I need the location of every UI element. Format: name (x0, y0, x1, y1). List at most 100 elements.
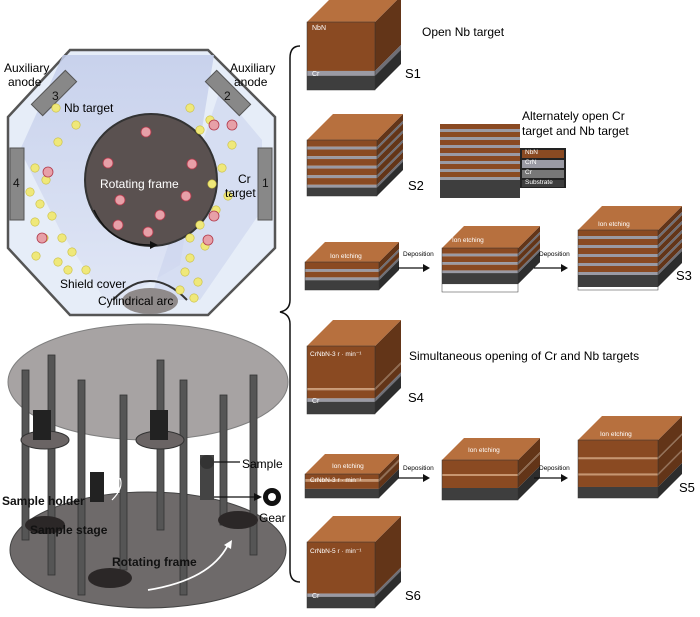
s2-cross-section (440, 124, 566, 198)
ion-particle (185, 103, 195, 113)
cation-particle (208, 210, 220, 222)
s5-ion-etching-1: Ion etching (332, 463, 364, 470)
aux-anode-right-line1: Auxiliary (230, 61, 275, 75)
rotation-arrow (93, 209, 151, 246)
cr-target-label-line1: Cr (238, 172, 251, 186)
cation-particle (208, 119, 220, 131)
ion-particle (227, 140, 237, 150)
ion-particle (47, 211, 57, 221)
s5-ion-etching-3: Ion etching (600, 431, 632, 438)
s3-ion-etching-3: Ion etching (598, 221, 630, 228)
s3-id: S3 (676, 268, 692, 283)
ion-particle (71, 120, 81, 130)
s4-bottom-label: Cr (312, 398, 320, 405)
anode-3-number: 3 (52, 89, 59, 103)
s4-cube (306, 320, 401, 415)
aux-anode-left-line2: anode (8, 75, 42, 89)
ion-particle (195, 220, 205, 230)
ion-particle (217, 163, 227, 173)
auxiliary-anode-2: 2 (204, 69, 252, 117)
s4-desc: Simultaneous opening of Cr and Nb target… (409, 349, 639, 363)
target-4-number: 4 (13, 176, 20, 190)
s5-first-label: CrNbN-3 r · min⁻¹ (310, 477, 362, 484)
cylindrical-arc-label: Cylindrical arc (98, 294, 173, 308)
s2-legend-nbn: NbN (525, 149, 538, 156)
cation-particle (154, 209, 166, 221)
ion-particle (223, 191, 233, 201)
vacuum-chamber: 3 2 1 4 Auxiliary anode Auxiliary anode … (4, 48, 277, 317)
bracket (279, 45, 301, 583)
s2-cube (306, 114, 403, 197)
s4-top-label: CrNbN-3 r · min⁻¹ (310, 351, 362, 358)
cation-particle (202, 234, 214, 246)
ion-particle (30, 217, 40, 227)
s6-cube (306, 516, 401, 609)
s3-deposition-2: Deposition (539, 251, 570, 258)
s6-id: S6 (405, 588, 421, 603)
ion-particle (35, 199, 45, 209)
s3-arrow-2 (534, 264, 568, 272)
cation-particle (36, 232, 48, 244)
s2-desc-line2: target and Nb target (522, 124, 629, 138)
ion-particle (185, 233, 195, 243)
s2-legend-cr: Cr (525, 169, 533, 176)
anode-2-number: 2 (224, 89, 231, 103)
ion-particle (81, 265, 91, 275)
s6-bottom-label: Cr (312, 593, 320, 600)
aux-anode-left-line1: Auxiliary (4, 61, 49, 75)
s1-bottom-label: Cr (312, 71, 320, 78)
cation-particle (42, 166, 54, 178)
cation-particle (226, 119, 238, 131)
ion-particle (195, 125, 205, 135)
cation-particle (140, 126, 152, 138)
s4-id: S4 (408, 390, 424, 405)
s1-id: S1 (405, 66, 421, 81)
s3-cube-1 (304, 242, 399, 291)
s3-cube-2 (441, 226, 540, 293)
scheme-labels: S1 Open Nb target NbN Cr S2 Alternately … (310, 25, 695, 603)
sample-stage-label: Sample stage (30, 523, 108, 537)
ion-particle (25, 187, 35, 197)
s1-desc: Open Nb target (422, 25, 505, 39)
s5-cube-2 (441, 438, 540, 501)
s2-legend-crn: CrN (525, 159, 537, 166)
s2-legend-substrate: Substrate (525, 179, 553, 186)
rotation-arrow-bottom (147, 544, 229, 591)
ion-particle (51, 103, 61, 113)
shield-cover-label: Shield cover (60, 277, 126, 291)
s5-ion-etching-2: Ion etching (468, 447, 500, 454)
cation-particle (102, 157, 114, 169)
aux-anode-right-line2: anode (234, 75, 268, 89)
ion-particle (185, 253, 195, 263)
ion-particle (30, 163, 40, 173)
s2-desc-line1: Alternately open Cr (522, 109, 625, 123)
s5-cube-1 (304, 454, 399, 499)
s5-deposition-2: Deposition (539, 465, 570, 472)
s5-cube-3 (577, 416, 682, 499)
s3-cube-3 (577, 206, 682, 291)
s3-arrow-1 (398, 264, 430, 272)
gear-label: Gear (259, 511, 286, 525)
sample-holder-label: Sample holder (2, 494, 85, 508)
ion-particle (189, 293, 199, 303)
ion-particle (175, 285, 185, 295)
ion-particles (25, 103, 238, 303)
ion-particle (57, 233, 67, 243)
cation-particle (186, 158, 198, 170)
ion-particle (53, 137, 63, 147)
cr-target-1: 1 (257, 147, 273, 221)
cylindrical-arc-source (122, 288, 178, 314)
nb-target-4: 4 (9, 147, 25, 221)
coating-schemes (304, 0, 682, 609)
ion-particle (53, 257, 63, 267)
s5-arrow-2 (534, 474, 568, 482)
s5-id: S5 (679, 480, 695, 495)
rotating-assembly: Sample holder Sample stage Rotating fram… (2, 323, 289, 609)
s3-ion-etching-1: Ion etching (330, 253, 362, 260)
cation-particle (180, 190, 192, 202)
ion-particle (180, 267, 190, 277)
s6-top-label: CrNbN-5 r · min⁻¹ (310, 548, 362, 555)
ion-particle (67, 247, 77, 257)
ion-particle (193, 277, 203, 287)
